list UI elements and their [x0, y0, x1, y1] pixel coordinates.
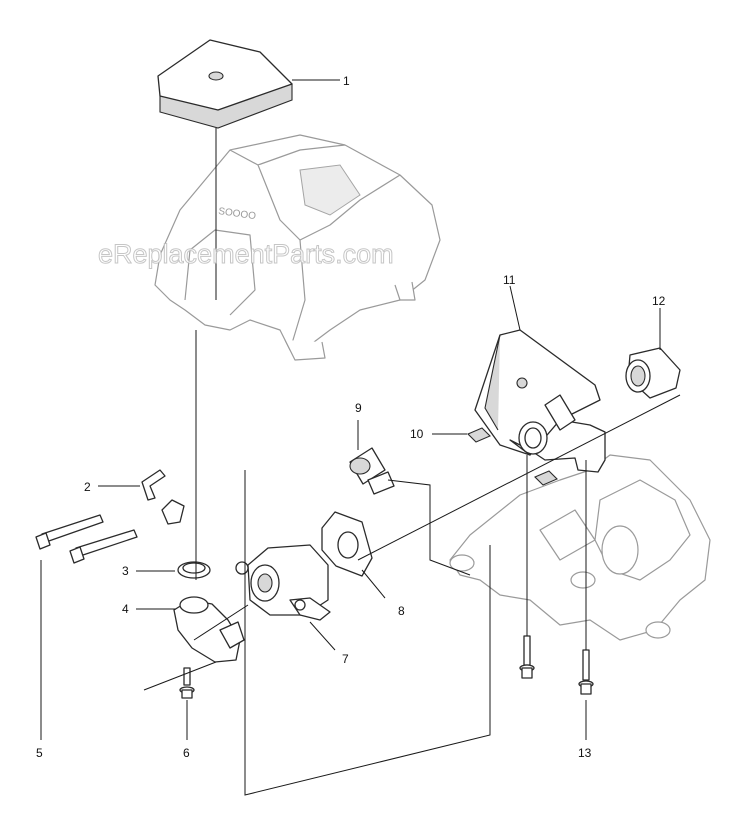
intake-boot — [625, 347, 681, 399]
screw-6 — [179, 667, 195, 699]
cylinder-cover: SOOOO — [154, 134, 441, 361]
assembly-lines — [40, 79, 681, 796]
callout-9: 9 — [355, 401, 362, 415]
callout-4: 4 — [122, 602, 129, 616]
air-filter-foam — [157, 39, 293, 129]
choke-bushing — [161, 499, 185, 525]
washer-10 — [467, 427, 558, 486]
carburetor-gasket — [321, 511, 373, 577]
cover-engraving: SOOOO — [218, 206, 257, 222]
watermark: eReplacementParts.com — [98, 239, 394, 269]
primer-bulb — [349, 447, 395, 495]
screws-13 — [519, 635, 594, 695]
crankcase — [449, 454, 711, 641]
seal-ring — [177, 561, 211, 579]
callout-6: 6 — [183, 746, 190, 760]
choke-lever — [141, 469, 166, 501]
callout-1: 1 — [343, 74, 350, 88]
callout-10: 10 — [410, 427, 424, 441]
callout-3: 3 — [122, 564, 129, 578]
callout-2: 2 — [84, 480, 91, 494]
callout-7: 7 — [342, 652, 349, 666]
callout-5: 5 — [36, 746, 43, 760]
callout-13: 13 — [578, 746, 592, 760]
carburetor-holder — [474, 329, 606, 473]
carburetor — [235, 544, 331, 621]
callout-12: 12 — [652, 294, 666, 308]
callout-11: 11 — [503, 273, 516, 287]
callout-8: 8 — [398, 604, 405, 618]
screws-5 — [35, 514, 138, 564]
filter-holder — [173, 596, 245, 663]
